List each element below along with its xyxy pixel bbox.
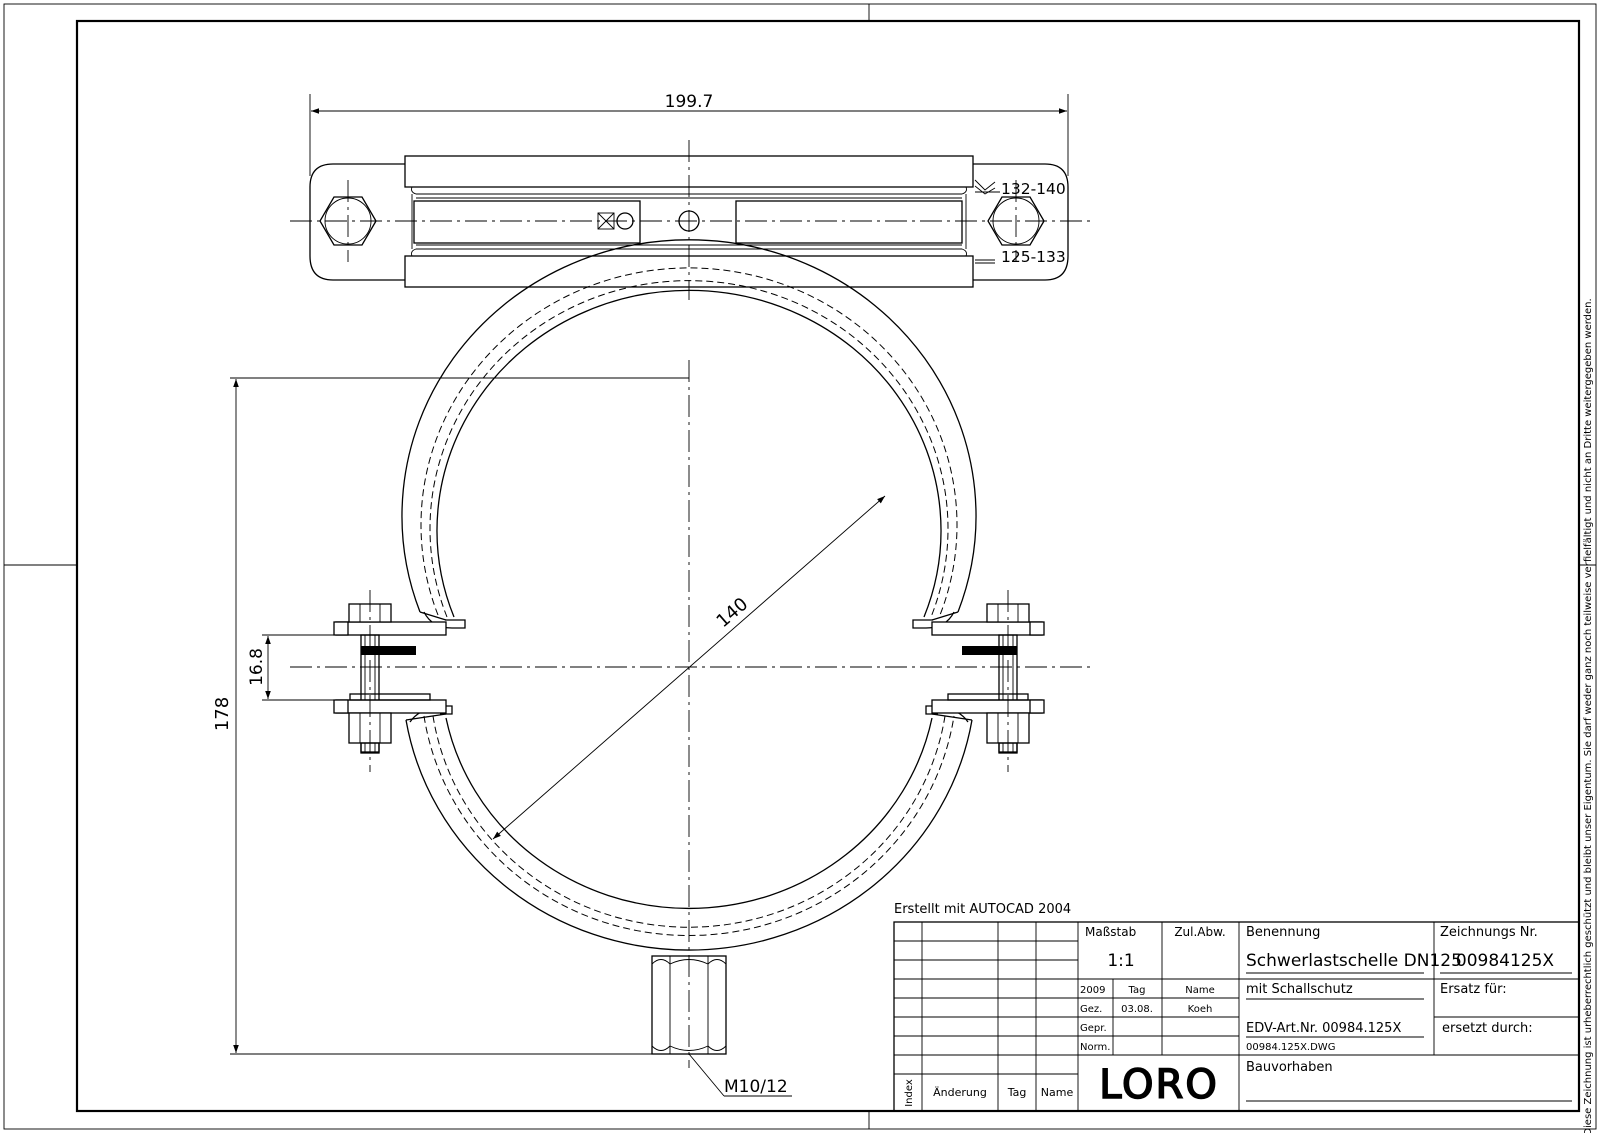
replaced-by-label: ersetzt durch: [1442, 1021, 1533, 1036]
copyright-note: Diese Zeichnung ist urheberrechtlich ges… [1583, 298, 1594, 1133]
right-slot [735, 200, 963, 244]
right-bolt-assembly [931, 603, 1045, 754]
lower-range-label: 125-133 [1001, 248, 1066, 266]
day-label: Tag [1128, 985, 1146, 996]
rev-change-label: Änderung [933, 1086, 987, 1099]
diameter-dimension-line [492, 495, 886, 840]
name-line1: Schwerlastschelle DN125 [1246, 951, 1462, 971]
edv-number: EDV-Art.Nr. 00984.125X [1246, 1021, 1401, 1036]
gap-dimension-label: 16.8 [247, 648, 267, 686]
rev-day-label: Tag [1007, 1086, 1027, 1099]
diameter-dimension-label: 140 [713, 594, 753, 632]
width-dimension-label: 199.7 [665, 92, 714, 112]
year-label: 2009 [1080, 985, 1105, 996]
created-note: Erstellt mit AUTOCAD 2004 [894, 902, 1071, 917]
sheet-frame [3, 3, 1597, 1130]
drawing-no-label: Zeichnungs Nr. [1440, 925, 1538, 940]
project-label: Bauvorhaben [1246, 1060, 1333, 1075]
left-bolt-assembly [333, 603, 447, 754]
right-hex-bolt-icon [987, 196, 1045, 246]
front-view: 140 178 16.8 M10/12 [212, 239, 1090, 1097]
name-line2: mit Schallschutz [1246, 982, 1353, 997]
checked-label: Gepr. [1080, 1023, 1107, 1034]
tolerance-label: Zul.Abw. [1174, 925, 1225, 939]
upper-ring-outer [401, 239, 977, 613]
left-slot [413, 200, 641, 244]
lower-ring-outer [405, 719, 973, 951]
name-col-label: Name [1185, 985, 1215, 996]
drawn-name: Koeh [1188, 1004, 1213, 1015]
replacement-for-label: Ersatz für: [1440, 982, 1507, 997]
upper-range-label: 132-140 [1001, 180, 1066, 198]
rev-index-label: Index [904, 1079, 915, 1107]
top-view: 199.7 132-140 [290, 92, 1090, 300]
revision-table: Index Änderung Tag Name [894, 922, 1078, 1111]
logo-text: LORO [1099, 1062, 1219, 1108]
title-block: Erstellt mit AUTOCAD 2004 Index Änderung… [893, 902, 1580, 1112]
loro-logo: LORO [1098, 1061, 1219, 1109]
name-label: Benennung [1246, 925, 1320, 940]
height-dimension-label: 178 [212, 697, 233, 731]
drawn-date: 03.08. [1121, 1004, 1153, 1015]
drawn-label: Gez. [1080, 1004, 1102, 1015]
drawing-no: 00984125X [1456, 951, 1555, 971]
rev-name-label: Name [1041, 1086, 1074, 1099]
scale-label: Maßstab [1085, 925, 1136, 939]
norm-label: Norm. [1080, 1042, 1110, 1053]
dwg-file: 00984.125X.DWG [1246, 1042, 1335, 1053]
thread-label: M10/12 [724, 1077, 788, 1097]
scale-value: 1:1 [1107, 951, 1134, 971]
